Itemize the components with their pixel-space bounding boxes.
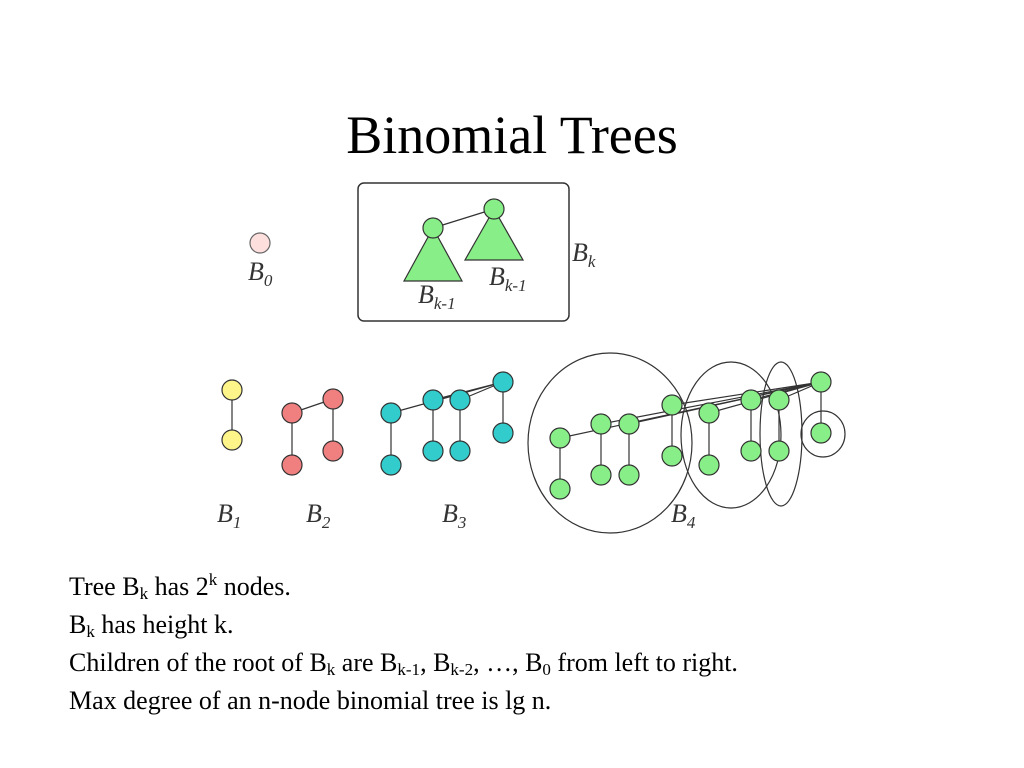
b4-node [618, 464, 640, 486]
b3-node [380, 402, 402, 424]
label-b4: B4 [671, 499, 696, 532]
properties-list: Tree Bk has 2k nodes. Bk has height k. C… [69, 568, 1009, 720]
b3-node [492, 371, 514, 393]
b3-node [422, 440, 444, 462]
b4-node [590, 413, 612, 435]
tree-b0: B0 [248, 232, 273, 290]
property-max-degree: Max degree of an n-node binomial tree is… [69, 686, 552, 715]
bk-root-edge [432, 208, 495, 229]
property-children: Children of the root of Bk are Bk-1, Bk-… [69, 648, 738, 679]
b4-node [661, 394, 683, 416]
tree-b4 [527, 352, 846, 534]
b4-node [740, 440, 762, 462]
label-bk: Bk [572, 238, 596, 271]
b4-node [768, 389, 790, 411]
b4-node [698, 402, 720, 424]
bk-definition: Bk-1 Bk-1 [357, 182, 570, 322]
label-b2: B2 [306, 499, 331, 532]
b4-node [768, 440, 790, 462]
b2-node [281, 454, 303, 476]
b3-node [422, 389, 444, 411]
label-bk1-left: Bk-1 [418, 280, 456, 313]
b4-node [590, 464, 612, 486]
property-node-count: Tree Bk has 2k nodes. [69, 570, 291, 603]
b4-node [698, 454, 720, 476]
b4-edge [750, 381, 822, 401]
b4-subtree-b0-ellipse [800, 410, 846, 458]
b3-node [449, 389, 471, 411]
bk-left-subtree-triangle [402, 226, 464, 282]
label-b0: B0 [248, 257, 273, 290]
b2-node [281, 402, 303, 424]
slide-title: Binomial Trees [346, 105, 678, 165]
bk-left-root-node [422, 217, 444, 239]
b4-node [549, 478, 571, 500]
b3-node [492, 422, 514, 444]
b4-node [661, 445, 683, 467]
b3-edge [432, 381, 504, 401]
tree-b2 [281, 388, 344, 476]
label-b3: B3 [442, 499, 466, 532]
b3-node [380, 454, 402, 476]
b4-node [549, 427, 571, 449]
b4-node [618, 413, 640, 435]
b2-node [322, 388, 344, 410]
b4-node [810, 422, 832, 444]
b4-root-node [810, 371, 832, 393]
bk-right-subtree-triangle [463, 207, 525, 261]
b1-node [221, 429, 243, 451]
b4-subtree-b1-ellipse [759, 361, 803, 507]
b4-subtree-b2-ellipse [680, 361, 782, 509]
property-height: Bk has height k. [69, 610, 234, 641]
tree-b1 [221, 379, 243, 451]
b1-node [221, 379, 243, 401]
tree-b3 [380, 371, 514, 476]
label-bk1-right: Bk-1 [489, 262, 527, 295]
bk-root-node [483, 198, 505, 220]
b0-node [249, 232, 271, 254]
b4-node [740, 389, 762, 411]
b2-node [322, 440, 344, 462]
b4-edge [628, 381, 822, 425]
label-b1: B1 [217, 499, 241, 532]
b3-node [449, 440, 471, 462]
bk-box [357, 182, 570, 322]
b4-subtree-b3-ellipse [527, 352, 693, 534]
